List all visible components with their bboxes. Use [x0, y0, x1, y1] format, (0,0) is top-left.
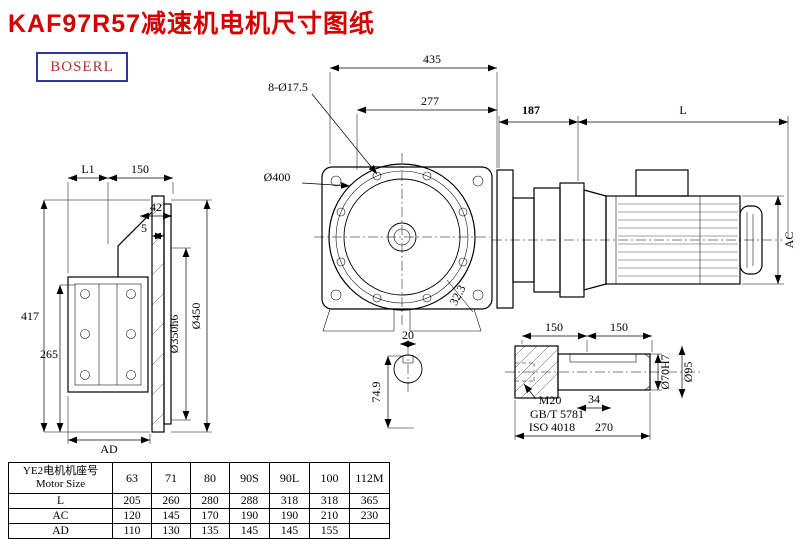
row-label-AC: AC: [8, 508, 113, 524]
dim-32-3-label: 32.3: [446, 283, 468, 308]
cell-AC-90s: 190: [229, 508, 270, 524]
dim-l1-label: L1: [81, 162, 94, 176]
cell-AD-90s: 145: [229, 523, 270, 539]
size-col-80: 80: [190, 462, 230, 494]
dim-450-label: Ø450: [189, 303, 203, 330]
size-col-100: 100: [309, 462, 350, 494]
cell-L-80: 280: [190, 493, 230, 509]
output-shaft-detail: 150 150 M20 34 GB/T 5781 ISO 4018 270 Ø7…: [505, 320, 700, 440]
cell-L-71: 260: [151, 493, 191, 509]
dim-ac-label: AC: [782, 232, 796, 249]
dim-350h6-label: Ø350h6: [167, 315, 181, 354]
cell-AD-63: 110: [112, 523, 152, 539]
motor-side-view: 187 L AC: [492, 103, 796, 309]
cell-AD-80: 135: [190, 523, 230, 539]
standard-iso-label: ISO 4018: [529, 420, 575, 434]
table-row-L: L 205 260 280 288 318 318 365: [8, 493, 390, 509]
left-view: L1 150 42 5 417 265 AD Ø350h6 Ø450: [21, 162, 212, 456]
dim-ad-label: AD: [100, 442, 118, 456]
size-col-71: 71: [151, 462, 191, 494]
dim-20-label: 20: [402, 328, 414, 342]
dim-417-label: 417: [21, 309, 39, 323]
size-col-90s: 90S: [229, 462, 270, 494]
table-row-AD: AD 110 130 135 145 145 155: [8, 523, 390, 539]
motor-size-table: YE2电机机座号 Motor Size 63 71 80 90S 90L 100…: [8, 462, 390, 539]
cell-L-112m: 365: [349, 493, 390, 509]
cell-L-90s: 288: [229, 493, 270, 509]
cell-AC-100: 210: [309, 508, 350, 524]
dim-150b-label: 150: [610, 320, 628, 334]
cell-L-63: 205: [112, 493, 152, 509]
dim-435-label: 435: [423, 52, 441, 66]
dim-74-9-label: 74.9: [369, 382, 383, 403]
dim-95-label: Ø95: [681, 362, 695, 383]
motor-size-header-en: Motor Size: [35, 478, 86, 490]
dim-70h7-label: Ø70H7: [658, 354, 672, 389]
motor-size-header-cn: YE2电机机座号: [22, 464, 99, 477]
dim-265-label: 265: [40, 347, 58, 361]
motor-size-header: YE2电机机座号 Motor Size: [8, 462, 113, 494]
size-col-112m: 112M: [349, 462, 390, 494]
page-title: KAF97R57减速机电机尺寸图纸: [8, 10, 376, 38]
dim-400-label: Ø400: [264, 170, 291, 184]
cell-AC-80: 170: [190, 508, 230, 524]
dim-187-label: 187: [522, 103, 540, 117]
cell-AC-71: 145: [151, 508, 191, 524]
technical-drawing: L1 150 42 5 417 265 AD Ø350h6 Ø450: [21, 52, 796, 456]
standard-gbt-label: GB/T 5781: [530, 407, 584, 421]
cell-AC-90l: 190: [269, 508, 310, 524]
cell-AD-100: 155: [309, 523, 350, 539]
dim-5-label: 5: [141, 221, 147, 235]
row-label-L: L: [8, 493, 113, 509]
dim-150a-label: 150: [545, 320, 563, 334]
table-row-AC: AC 120 145 170 190 190 210 230: [8, 508, 390, 524]
dim-8xd17-label: 8-Ø17.5: [268, 80, 308, 94]
cell-AD-90l: 145: [269, 523, 310, 539]
table-header-row: YE2电机机座号 Motor Size 63 71 80 90S 90L 100…: [8, 462, 390, 494]
dim-150-left-label: 150: [131, 162, 149, 176]
size-col-90l: 90L: [269, 462, 310, 494]
dim-34-label: 34: [588, 392, 600, 406]
dim-L-label: L: [679, 103, 686, 117]
cell-AD-112m: [349, 523, 390, 539]
dim-m20-label: M20: [539, 393, 562, 407]
cell-L-90l: 318: [269, 493, 310, 509]
front-view: 435 277 8-Ø17.5 Ø400 32.3 20 74.9: [264, 52, 498, 429]
cell-AC-63: 120: [112, 508, 152, 524]
dim-42-label: 42: [150, 200, 162, 214]
boserl-logo: BOSERL: [36, 52, 128, 82]
row-label-AD: AD: [8, 523, 113, 539]
dim-277-label: 277: [421, 94, 439, 108]
cell-AC-112m: 230: [349, 508, 390, 524]
cell-AD-71: 130: [151, 523, 191, 539]
dim-270-label: 270: [595, 420, 613, 434]
cell-L-100: 318: [309, 493, 350, 509]
size-col-63: 63: [112, 462, 152, 494]
